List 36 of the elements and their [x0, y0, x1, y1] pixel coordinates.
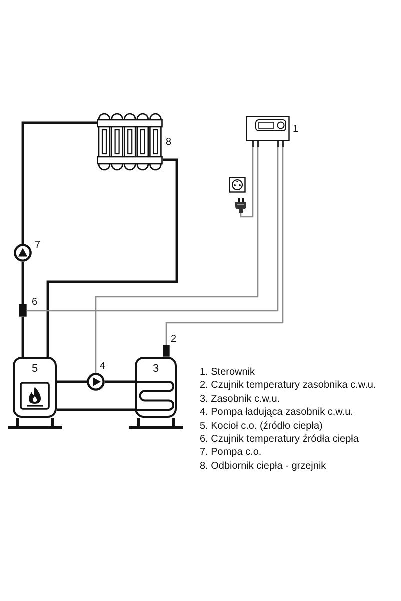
pipe [22, 262, 24, 304]
callout-number: 2 [171, 334, 177, 345]
pump-icon [14, 244, 32, 262]
boiler [13, 357, 57, 418]
legend-item: 7. Pompa c.o. [200, 447, 262, 460]
pipe [57, 408, 135, 412]
legend-item: 5. Kocioł c.o. (źródło ciepła) [200, 420, 323, 433]
controller-icon [246, 116, 290, 147]
signal-cable [240, 147, 254, 218]
callout-number: 5 [32, 364, 38, 375]
callout-number: 7 [35, 240, 41, 251]
temperature-sensor [19, 304, 27, 317]
pipe [105, 380, 135, 384]
pump-icon [87, 373, 105, 391]
signal-cable [166, 147, 284, 345]
legend-item: 6. Czujnik temperatury źródła ciepła [200, 434, 359, 446]
signal-cable [27, 147, 279, 312]
callout-number: 4 [100, 361, 106, 372]
callout-number: 1 [293, 124, 299, 135]
legend-item: 8. Odbiornik ciepła - grzejnik [200, 460, 326, 473]
legend-item: 3. Zasobnik c.w.u. [200, 394, 280, 406]
callout-number: 8 [166, 137, 172, 148]
pipe [57, 380, 87, 384]
legend-item: 4. Pompa ładująca zasobnik c.w.u. [200, 407, 354, 420]
radiator-icon [97, 113, 163, 171]
plug-icon [235, 198, 247, 213]
water-tank [135, 357, 177, 418]
pipe [22, 122, 97, 244]
legend-item: 2. Czujnik temperatury zasobnika c.w.u. [200, 380, 376, 392]
pipe [46, 158, 178, 357]
callout-number: 6 [32, 297, 38, 308]
legend-item: 1. Sterownik [200, 367, 256, 379]
signal-cable [95, 147, 259, 373]
temperature-sensor [163, 345, 170, 357]
pipe [22, 317, 24, 357]
callout-number: 3 [152, 364, 160, 375]
